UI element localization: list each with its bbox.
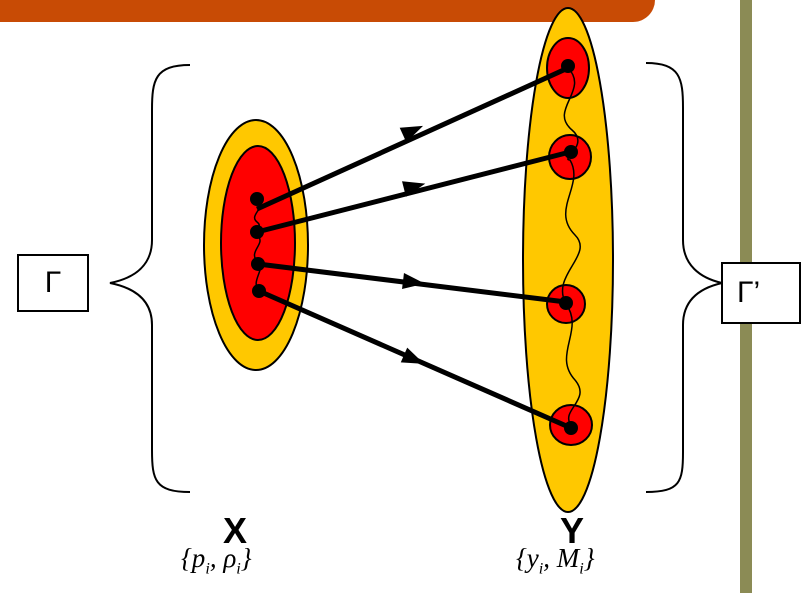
arrowhead-4 xyxy=(400,347,425,364)
y-outer-region xyxy=(522,7,614,513)
title-banner xyxy=(0,0,655,22)
y-point-1 xyxy=(561,59,575,73)
gamma-prime-box-right: Γ’ xyxy=(721,262,801,324)
y-point-2 xyxy=(564,145,578,159)
y-point-3 xyxy=(559,296,573,310)
set-x-label: X xyxy=(223,510,248,551)
mapping-arrows xyxy=(255,65,573,431)
y-points xyxy=(559,59,578,435)
right-brace xyxy=(645,62,723,493)
x-inner-region xyxy=(220,145,296,341)
left-brace xyxy=(109,64,191,493)
arrowhead-2 xyxy=(402,181,426,197)
x-point-2 xyxy=(250,225,264,239)
set-x-elements: {pi, ρi} xyxy=(181,543,252,578)
gamma-box-left: Γ xyxy=(17,254,89,312)
x-point-1 xyxy=(250,192,264,206)
arrowhead-3 xyxy=(402,273,425,289)
x-point-3 xyxy=(251,257,265,271)
mapping-line-2 xyxy=(256,149,571,235)
y-wavy-connection xyxy=(561,67,581,426)
x-points xyxy=(250,192,266,298)
arrowhead-1 xyxy=(399,125,424,143)
x-point-4 xyxy=(252,284,266,298)
set-y-elements: {yi, Mi} xyxy=(516,543,595,578)
set-y-label: Y xyxy=(560,510,585,551)
mapping-line-1 xyxy=(255,65,570,212)
y-point-4 xyxy=(564,421,578,435)
